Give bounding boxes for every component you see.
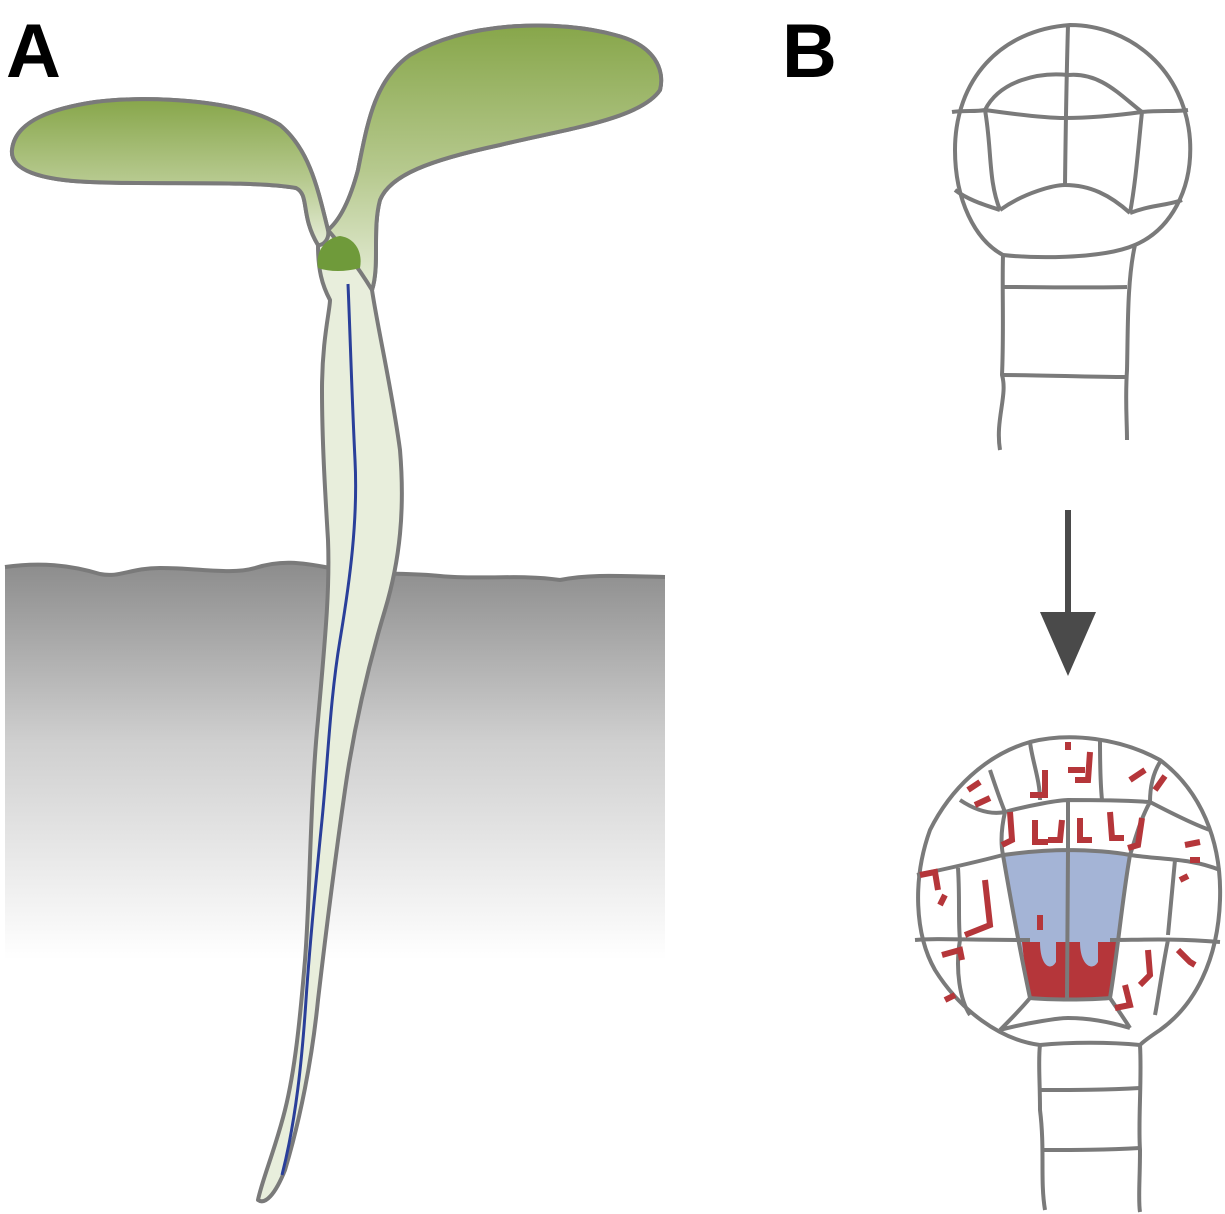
cotyledon-left — [12, 99, 328, 245]
early-embryo-outline — [955, 25, 1190, 450]
cotyledon-right — [328, 25, 661, 290]
early-embryo-inner-walls — [952, 25, 1188, 377]
panel-a-seedling — [5, 25, 665, 1201]
panel-b-embryo-late — [915, 737, 1220, 1212]
panel-b-embryo-early — [952, 25, 1190, 450]
late-embryo-cell-walls — [915, 740, 1220, 1150]
transition-arrow — [1040, 510, 1096, 676]
